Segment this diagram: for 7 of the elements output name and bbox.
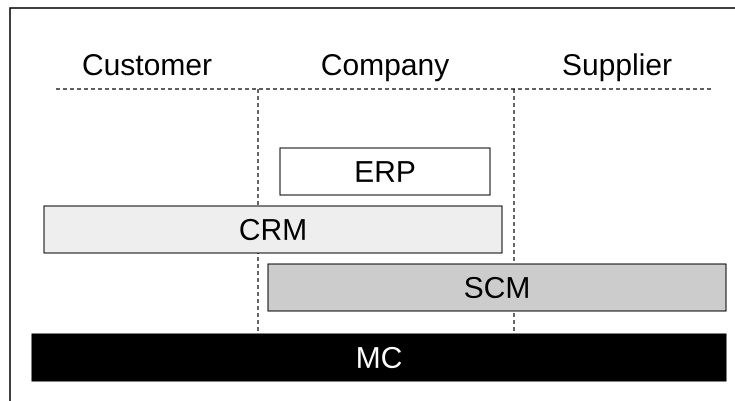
layer-bar: MC <box>32 334 727 382</box>
layer-bar: CRM <box>44 206 502 254</box>
column-heading: Company <box>322 54 450 82</box>
layer-bar: ERP <box>280 148 490 196</box>
layer-bar: SCM <box>268 264 727 312</box>
column-heading: Customer <box>84 54 212 76</box>
column-heading: Supplier <box>563 53 672 82</box>
